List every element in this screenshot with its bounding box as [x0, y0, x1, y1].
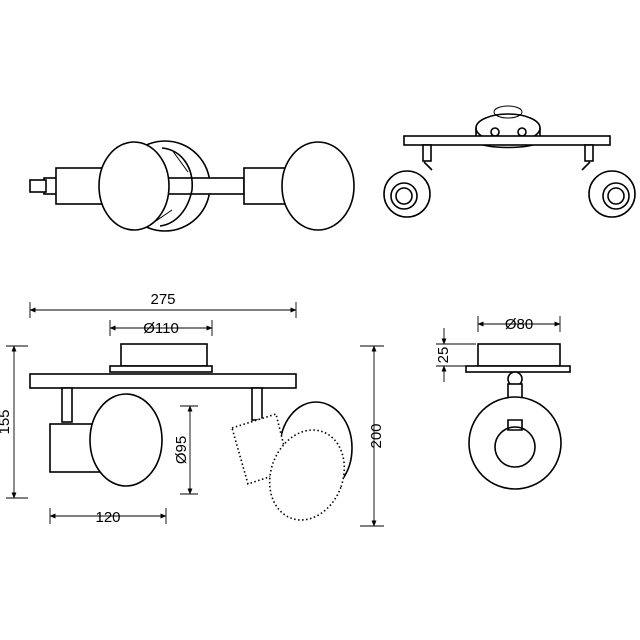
top-view-right-shade: [281, 141, 355, 231]
perspective-left-joint: [423, 161, 433, 171]
side-view-arm-tip: [507, 419, 523, 431]
label-shade-depth: 120: [95, 509, 120, 526]
top-view-left-shade-rim: [159, 147, 193, 227]
perspective-left-opening: [390, 182, 418, 210]
perspective-right-arm: [584, 144, 594, 162]
label-base-diameter: Ø110: [143, 320, 179, 337]
dimension-lines: [6, 302, 561, 527]
perspective-right-opening: [602, 182, 630, 210]
label-overall-length: 275: [150, 291, 175, 308]
top-view-left-holder: [55, 167, 107, 205]
label-total-height: 155: [0, 409, 13, 434]
side-view-opening: [494, 426, 536, 468]
front-view-base: [120, 343, 208, 367]
perspective-base-cap: [493, 105, 523, 119]
label-max-height: 200: [368, 423, 385, 448]
front-view: [29, 343, 353, 521]
top-view: [29, 140, 355, 232]
side-view: [465, 343, 571, 490]
top-view-left-shade: [98, 141, 170, 231]
label-side-base-diameter: Ø80: [505, 316, 533, 333]
perspective-right-shade: [588, 170, 636, 218]
top-view-left-cap: [29, 179, 47, 193]
side-view-base-plate: [465, 365, 571, 373]
label-shade-diameter: Ø95: [173, 436, 190, 464]
front-view-bar: [29, 373, 297, 389]
perspective-left-bulb: [395, 187, 413, 205]
perspective-left-arm: [422, 144, 432, 162]
perspective-view: [383, 105, 636, 218]
label-side-base-height: 25: [435, 347, 452, 364]
perspective-right-bulb: [607, 187, 625, 205]
dimension-labels: 275 Ø110 155 Ø95 120 200 Ø80 25: [0, 291, 533, 526]
front-view-rotated-shade: [268, 429, 346, 521]
side-view-shade: [468, 396, 562, 490]
front-view-base-plate: [109, 365, 213, 373]
front-view-right-arm: [251, 387, 263, 421]
front-view-left-arm: [61, 387, 73, 423]
top-view-bracket-detail: [149, 149, 189, 226]
perspective-right-joint: [581, 161, 591, 171]
perspective-bar: [403, 135, 611, 146]
front-view-left-shade: [89, 393, 163, 487]
side-view-base: [477, 343, 561, 367]
